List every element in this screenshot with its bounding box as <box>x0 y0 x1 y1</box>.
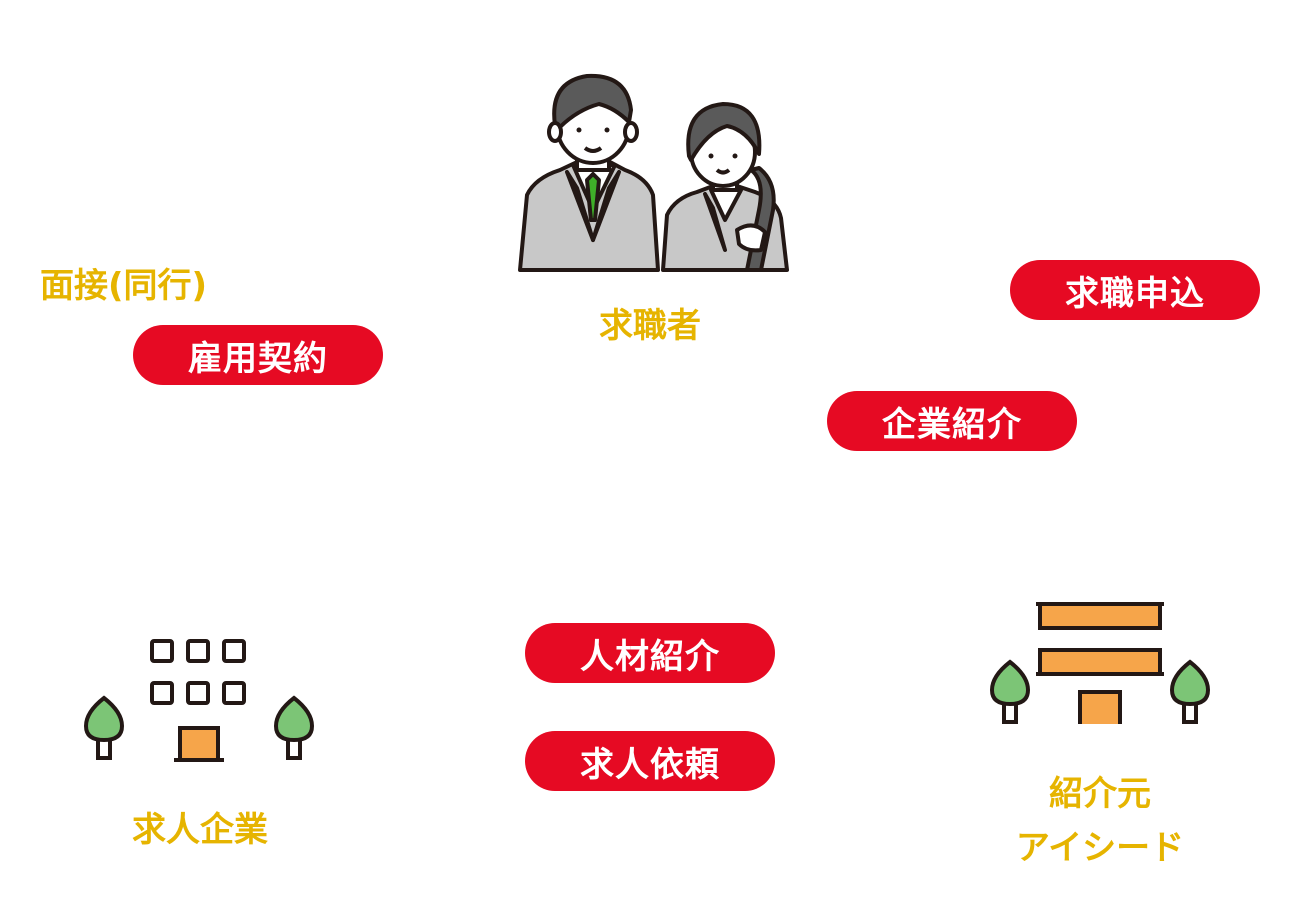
interview-label: 面接(同行) <box>40 266 208 306</box>
job-request-pill: 求人依頼 <box>525 731 775 791</box>
tree-icon <box>989 659 1031 724</box>
agency-label-line2: アイシード <box>1015 828 1185 868</box>
company-intro-pill: 企業紹介 <box>827 391 1077 451</box>
agency-building-icon <box>989 602 1211 724</box>
tree-icon <box>83 695 125 760</box>
agency-label-line1: 紹介元 <box>1049 774 1151 814</box>
job-seeker-label: 求職者 <box>599 306 701 346</box>
job-seekers-illustration <box>518 73 789 272</box>
woman-figure <box>661 102 789 272</box>
tree-icon <box>1169 659 1211 724</box>
application-pill: 求職申込 <box>1010 260 1260 320</box>
employer-label: 求人企業 <box>132 810 268 850</box>
man-figure <box>518 73 660 272</box>
tree-icon <box>273 695 315 760</box>
talent-intro-pill: 人材紹介 <box>525 623 775 683</box>
employer-building-icon <box>83 639 315 762</box>
contract-pill: 雇用契約 <box>133 325 383 385</box>
